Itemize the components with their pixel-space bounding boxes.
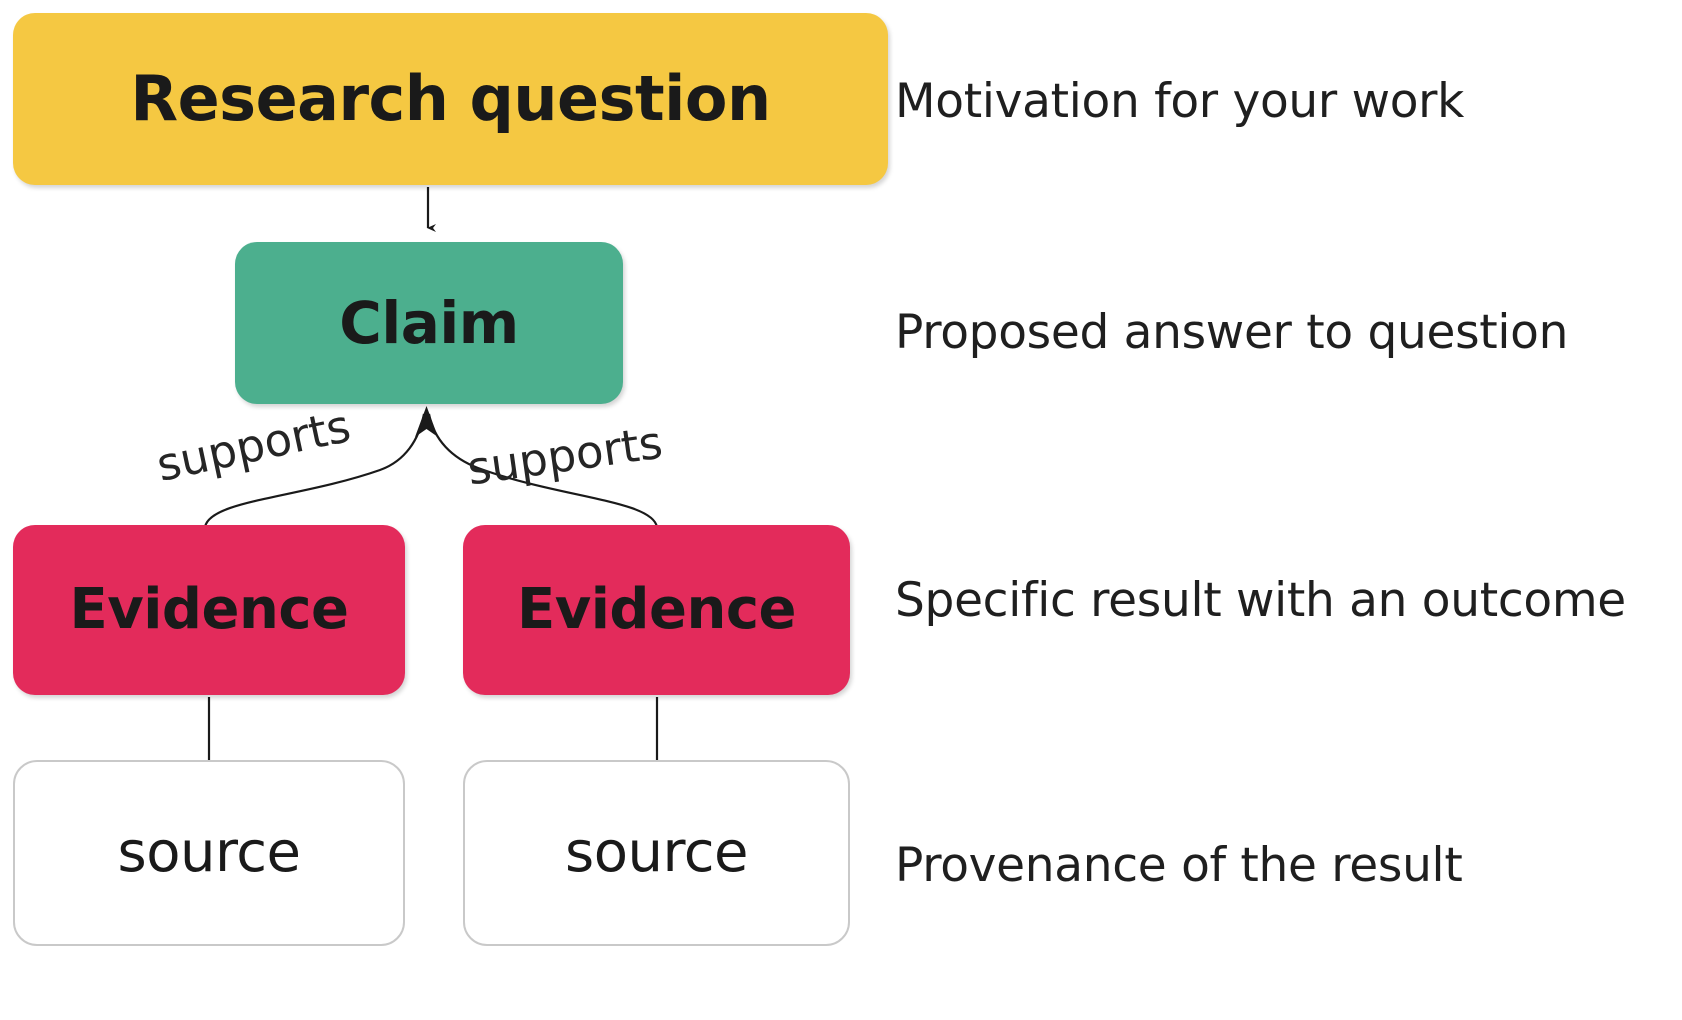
node-research-question[interactable]: Research question (13, 13, 888, 185)
node-evidence-right[interactable]: Evidence (463, 525, 850, 695)
node-source-right[interactable]: source (463, 760, 850, 946)
supports-arrowhead-icon (415, 406, 438, 437)
node-source-left-label: source (117, 819, 301, 885)
node-evidence-left[interactable]: Evidence (13, 525, 405, 695)
node-source-right-label: source (565, 819, 748, 885)
annotation-evidence: Specific result with an outcome (895, 573, 1626, 628)
node-evidence-right-label: Evidence (516, 576, 797, 642)
node-claim-label: Claim (339, 288, 519, 357)
annotation-source: Provenance of the result (895, 838, 1463, 893)
node-claim[interactable]: Claim (235, 242, 623, 404)
annotation-claim: Proposed answer to question (895, 305, 1569, 360)
node-research-question-label: Research question (130, 62, 771, 136)
annotation-research-question: Motivation for your work (895, 74, 1465, 129)
node-evidence-left-label: Evidence (69, 576, 349, 642)
node-source-left[interactable]: source (13, 760, 405, 946)
edge-label-supports-left: supports (152, 399, 355, 492)
edge-label-supports-right: supports (464, 415, 666, 496)
